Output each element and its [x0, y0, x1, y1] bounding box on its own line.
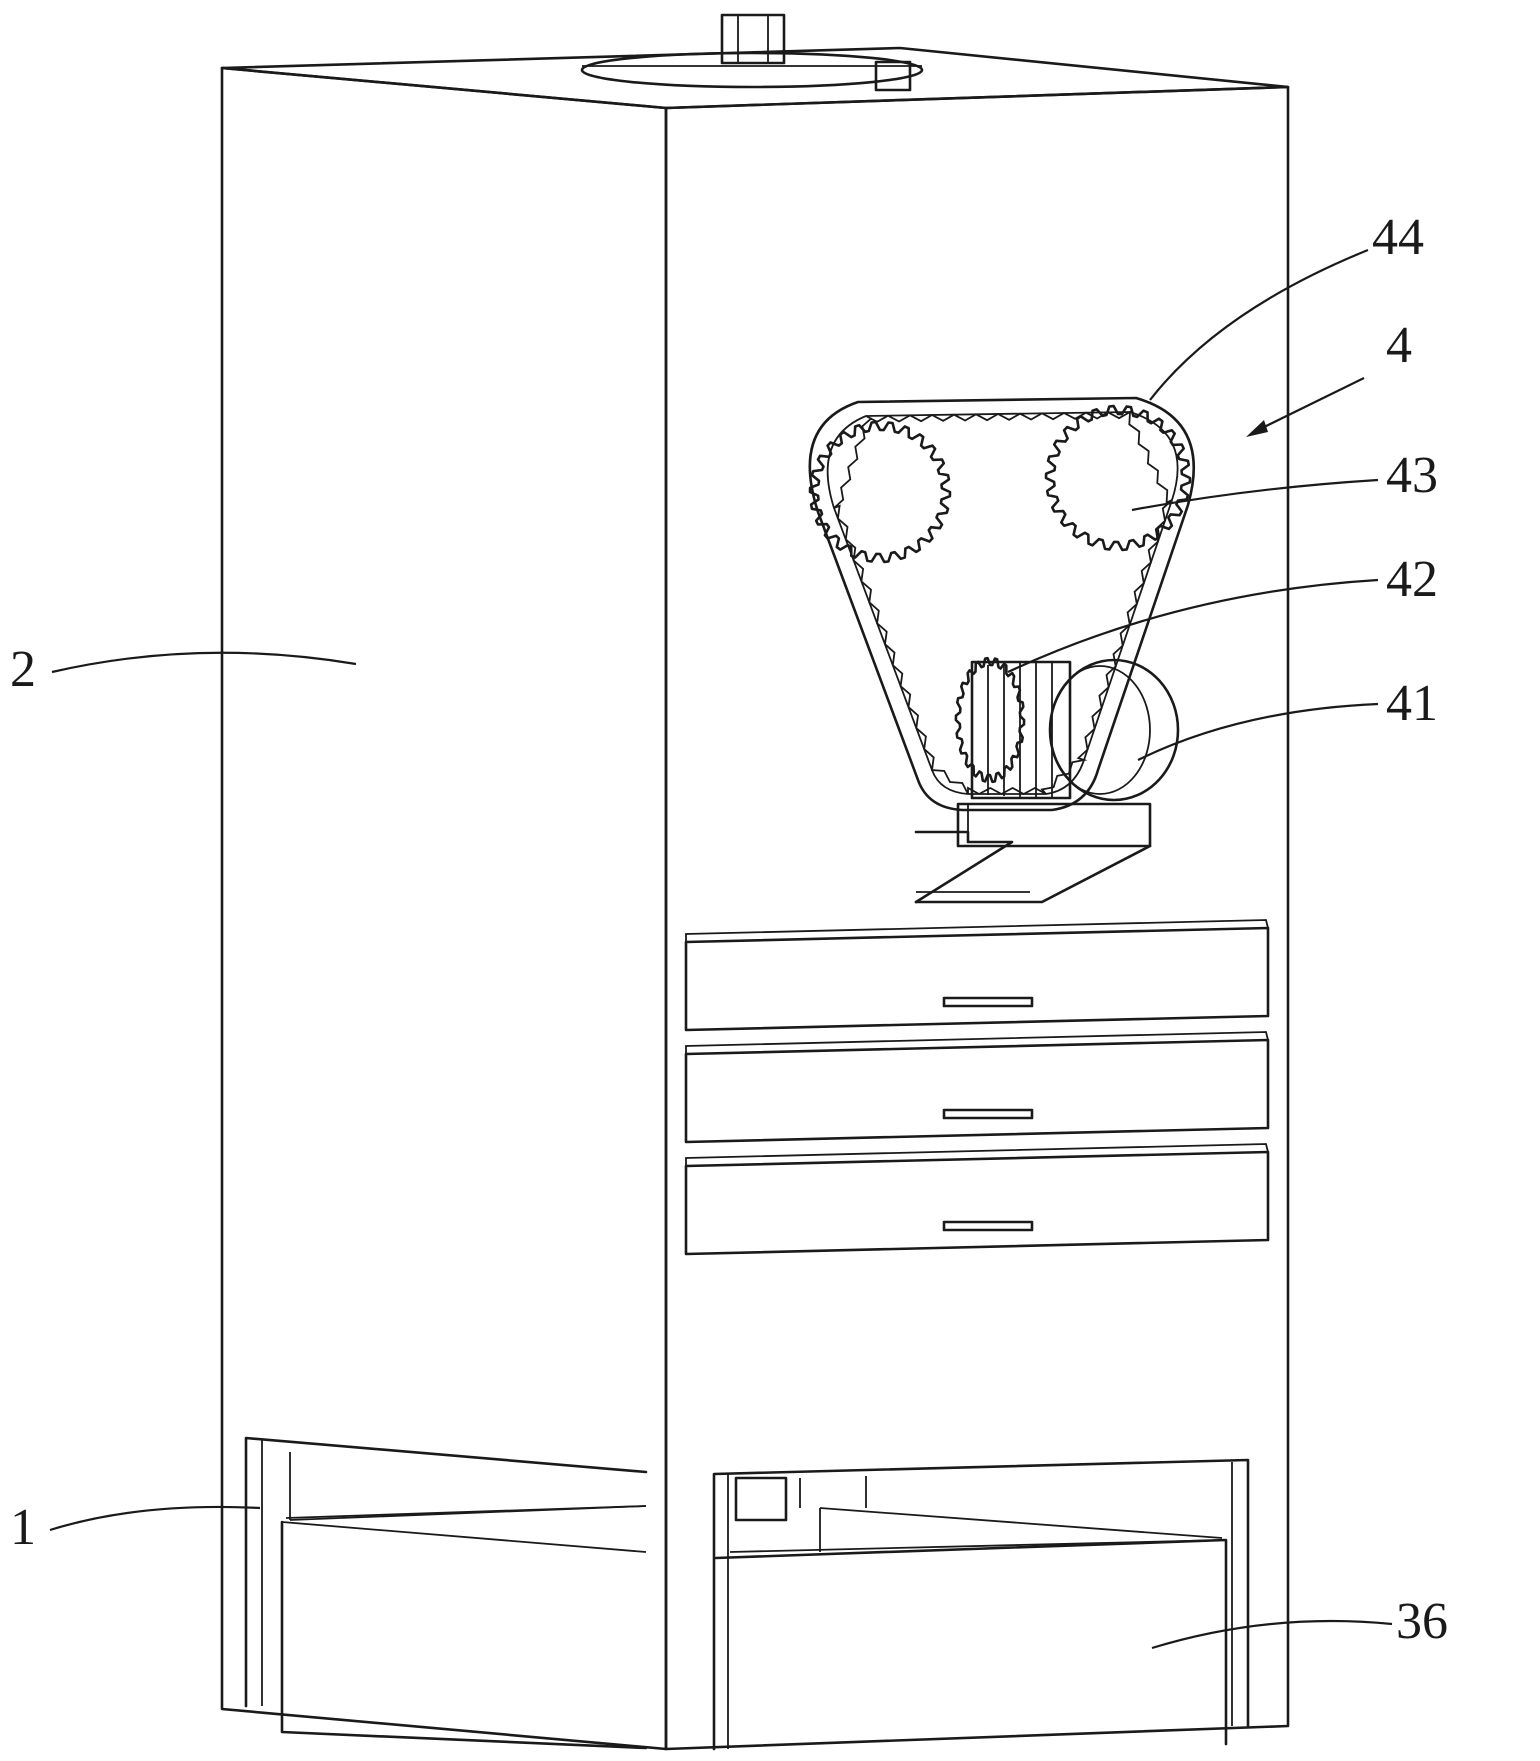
right-tray-top-edge [819, 1507, 1223, 1539]
motor-pulley [954, 656, 1026, 784]
base-left-leg-outer [244, 1436, 648, 1708]
left-tray-back-edge [285, 1505, 647, 1519]
top-lid [580, 13, 924, 92]
cabinet-right-face [664, 85, 1290, 1751]
callout-4: 4 [1386, 317, 1412, 374]
lid-latch [874, 60, 912, 92]
motor [970, 658, 1180, 802]
cabinet-left-face [220, 66, 668, 1751]
callout-41: 41 [1386, 675, 1438, 732]
motor-housing [970, 660, 1072, 800]
drive-assembly [808, 396, 1196, 904]
leader-41 [1137, 702, 1379, 761]
right-tray-lip [729, 1539, 1227, 1553]
drawer-front [684, 926, 1270, 1032]
base-sensor-block [734, 1476, 788, 1522]
pulley-left [808, 420, 952, 564]
drawer-handle[interactable] [942, 1220, 1034, 1232]
left-tray-front [280, 1520, 648, 1750]
lid-disc [580, 51, 924, 89]
cabinet-body [220, 46, 1290, 1751]
base-right-frame [712, 1458, 1250, 1751]
callout-2: 2 [10, 641, 36, 698]
leader-43 [1131, 478, 1379, 512]
leader-1 [49, 1505, 261, 1532]
leader-42 [1007, 578, 1379, 673]
leader-44 [1149, 248, 1369, 401]
drawer-1 [684, 919, 1270, 1032]
cabinet-top-edge-front [220, 66, 1290, 110]
callout-44: 44 [1372, 209, 1424, 266]
drawer-front [684, 1038, 1270, 1144]
drawer-top-lip [685, 1031, 1269, 1054]
drawer-3 [684, 1143, 1270, 1256]
cabinet-top-edge-back [220, 46, 1290, 89]
callout-42: 42 [1386, 551, 1438, 608]
base-frame [244, 1436, 1250, 1751]
callouts: 44 4 43 42 41 2 1 36 [10, 209, 1448, 1650]
pulley-right [1044, 404, 1192, 552]
drawer-handle[interactable] [942, 996, 1034, 1008]
motor-end-cap-ring [1049, 665, 1151, 795]
lid-handle [720, 13, 786, 65]
drawer-stack [684, 919, 1270, 1256]
leader-2 [51, 651, 357, 674]
drawer-top-lip [685, 919, 1269, 942]
leader-lines [49, 248, 1393, 1650]
callout-1: 1 [10, 1499, 36, 1556]
right-tray-front [714, 1538, 1228, 1746]
bracket-base-left [914, 830, 1014, 904]
left-tray-top-edge [281, 1521, 647, 1553]
drawer-top-lip [685, 1143, 1269, 1166]
toothed-belt-inner [826, 411, 1179, 795]
motor-bracket [914, 802, 1152, 904]
drawer-handle[interactable] [942, 1108, 1034, 1120]
leader-4 [1253, 377, 1365, 433]
belt-teeth [833, 410, 1173, 796]
drawer-2 [684, 1031, 1270, 1144]
callout-43: 43 [1386, 447, 1438, 504]
drawer-front [684, 1150, 1270, 1256]
bracket-base-front [914, 844, 1152, 904]
leader-36 [1151, 1619, 1393, 1650]
collection-trays [280, 1505, 1228, 1750]
toothed-belt-outer [808, 396, 1196, 812]
callout-36: 36 [1396, 1593, 1448, 1650]
leader-4-arrowhead [1246, 420, 1268, 437]
